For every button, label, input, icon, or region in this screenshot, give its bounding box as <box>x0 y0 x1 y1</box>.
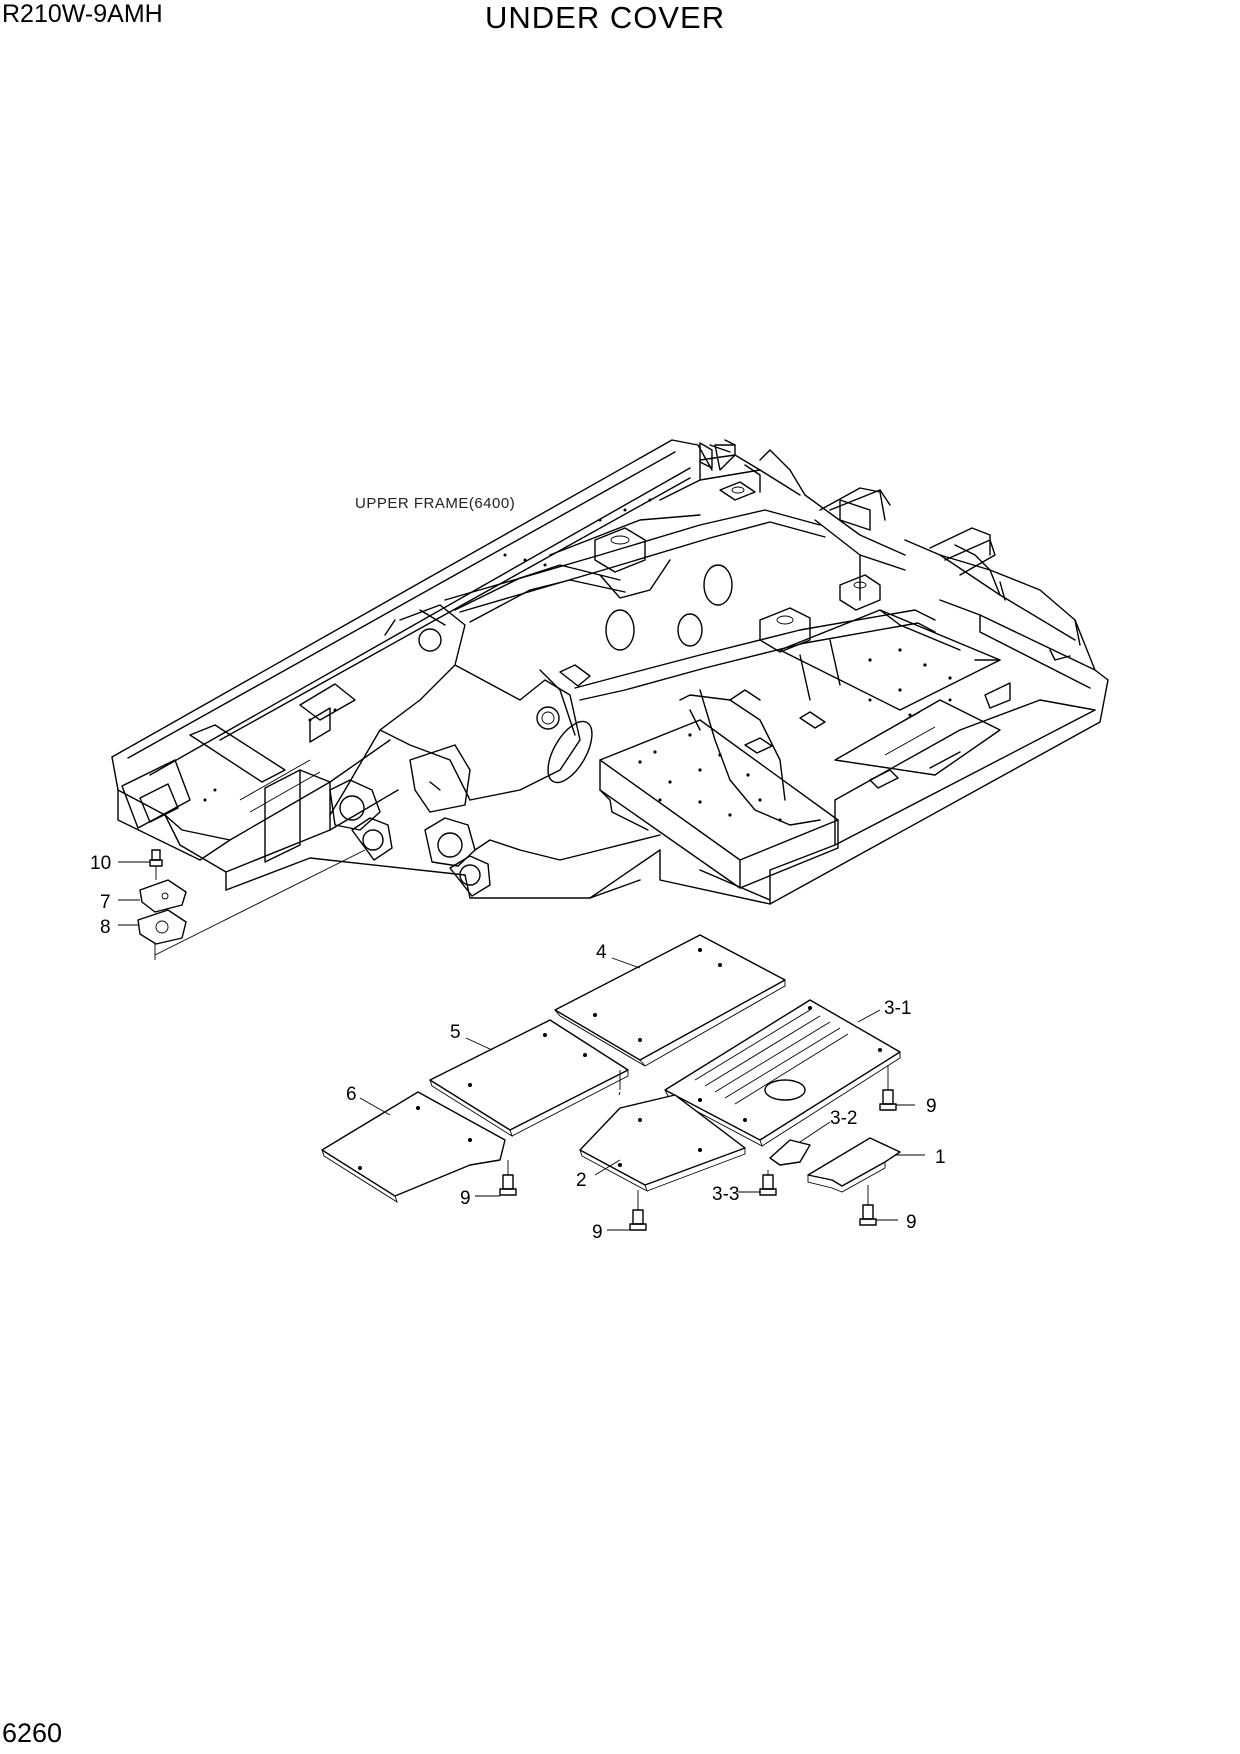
under-cover-plates <box>321 934 901 1204</box>
upper-frame <box>111 439 1109 956</box>
callout-4: 4 <box>596 942 607 963</box>
callout-9-d: 9 <box>592 1222 603 1243</box>
upper-frame-label: UPPER FRAME(6400) <box>355 495 515 512</box>
callout-7: 7 <box>100 892 111 913</box>
callout-9-c: 9 <box>906 1212 917 1233</box>
callout-3-1: 3-1 <box>884 998 911 1019</box>
callout-3-3: 3-3 <box>712 1184 739 1205</box>
callout-1: 1 <box>935 1147 946 1168</box>
model-number: R210W-9AMH <box>2 0 163 28</box>
callout-labels: 10 7 8 4 5 6 3-1 9 3-2 1 2 3-3 9 9 9 <box>90 853 946 1243</box>
callout-8: 8 <box>100 917 111 938</box>
page-number: 6260 <box>2 1718 63 1748</box>
callout-5: 5 <box>450 1022 461 1043</box>
callout-9-a: 9 <box>926 1096 937 1117</box>
callout-6: 6 <box>346 1084 357 1105</box>
bolts <box>475 1065 915 1231</box>
callout-leaders <box>359 957 925 1176</box>
callout-3-2: 3-2 <box>830 1108 857 1129</box>
parts-7-8-10 <box>118 849 187 960</box>
page-title: UNDER COVER <box>485 0 726 35</box>
callout-2: 2 <box>576 1170 587 1191</box>
callout-10: 10 <box>90 853 111 874</box>
callout-9-b: 9 <box>460 1188 471 1209</box>
